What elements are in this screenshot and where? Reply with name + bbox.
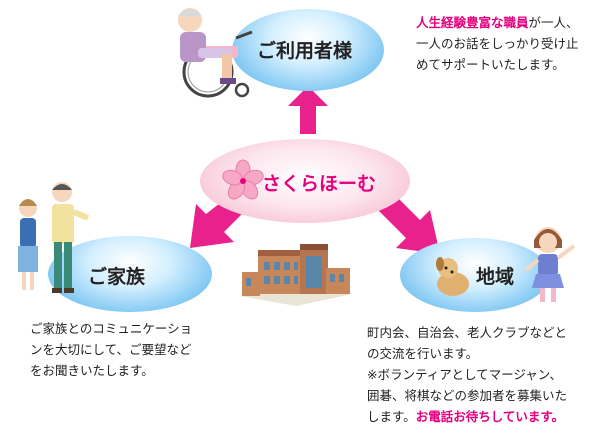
node-center-label: さくらほーむ [262, 173, 377, 195]
building-illustration [240, 244, 352, 306]
node-top [232, 9, 384, 91]
left-description: ご家族とのコミュニケーショ ンを大切にして、ご要望など をお聞きいたします。 [30, 318, 230, 381]
right-description: 町内会、自治会、老人クラブなどと の交流を行います。 ※ボランティアとしてマージ… [367, 322, 607, 427]
top-description: 人生経験豊富な職員が一人、 一人のお話をしっかり受け止 めてサポートいたします。 [416, 12, 606, 75]
right-line5-plain: します。 [367, 409, 416, 424]
right-line5-highlight: お電話お待ちしています。 [415, 409, 565, 424]
top-line3: めてサポートいたします。 [416, 57, 565, 72]
arrow-up [288, 86, 328, 134]
node-left-label: ご家族 [88, 266, 146, 288]
wheelchair-user-illustration [178, 8, 253, 98]
girl-illustration [524, 227, 576, 302]
node-right [400, 238, 550, 312]
right-line3: ※ボランティアとしてマージャン、 [367, 367, 562, 382]
top-line2: 一人のお話をしっかり受け止 [416, 36, 579, 51]
family-illustration [18, 182, 90, 293]
right-line4: 囲碁、将棋などの参加者を募集いた [367, 388, 568, 403]
left-line3: をお聞きいたします。 [30, 363, 154, 378]
sakura-icon [222, 159, 264, 200]
node-right-label: 地域 [476, 266, 515, 288]
left-line2: ンを大切にして、ご要望など [30, 342, 192, 357]
node-left [48, 236, 212, 312]
dog-illustration [436, 257, 469, 296]
left-line1: ご家族とのコミュニケーショ [30, 321, 193, 336]
node-top-label: ご利用者様 [257, 40, 353, 62]
top-highlight: 人生経験豊富な職員 [416, 15, 529, 30]
top-line1-rest: が一人、 [528, 15, 579, 30]
right-line2: の交流を行います。 [367, 346, 479, 361]
right-line1: 町内会、自治会、老人クラブなどと [367, 325, 568, 340]
